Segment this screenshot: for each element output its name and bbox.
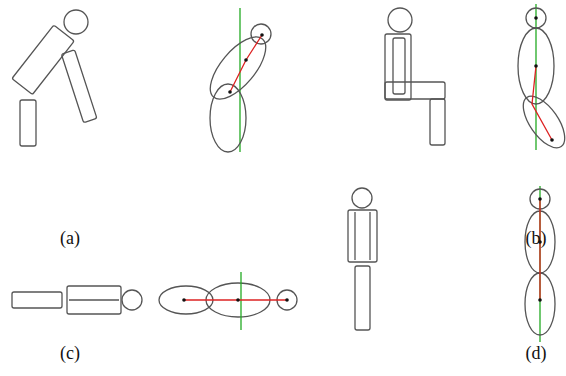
subfigure-label-box: (b): [526, 228, 547, 249]
sitting-figure-part: [388, 8, 412, 32]
bending-figure-part: [20, 100, 36, 146]
sitting-ellipse-model: [515, 4, 566, 155]
sitting-ellipse-model-part: [534, 16, 538, 20]
bending-figure-part: [12, 25, 74, 95]
sitting-ellipse-model-part: [518, 28, 554, 104]
subfigure-label: (b): [526, 228, 547, 248]
standing-figure-part: [354, 212, 355, 260]
standing-figure-part: [355, 266, 370, 330]
lying-ellipse-model-part: [184, 299, 287, 300]
lying-ellipse-model-part: [285, 298, 289, 302]
bending-ellipse-model-part: [260, 33, 264, 37]
subfigure-label-box: (d): [526, 343, 547, 364]
standing-ellipse-model-part: [538, 298, 542, 302]
bending-figure-part: [61, 50, 97, 123]
lying-figure-part: [69, 299, 119, 300]
subfigure-label: (c): [60, 343, 80, 363]
standing-ellipse-model-part: [539, 199, 540, 300]
subfigure-label: (d): [526, 343, 547, 363]
bending-ellipse-model-part: [230, 35, 262, 92]
bending-ellipse-model-part: [239, 8, 240, 152]
sitting-ellipse-model-part: [532, 66, 552, 140]
bending-ellipse-model-part: [210, 84, 246, 152]
sitting-figure-part: [385, 82, 445, 99]
lying-figure-part: [122, 290, 142, 310]
bending-ellipse-model-part: [228, 90, 232, 94]
sitting-ellipse-model-part: [515, 89, 566, 154]
sitting-ellipse-model-part: [550, 138, 554, 142]
sitting-figure: [385, 8, 445, 145]
bending-figure-part: [64, 10, 88, 34]
lying-ellipse-model-part: [236, 298, 240, 302]
standing-figure: [348, 188, 377, 330]
standing-ellipse-model-part: [539, 186, 540, 342]
lying-ellipse-model-part: [240, 272, 241, 330]
lying-ellipse-model: [159, 272, 297, 330]
lying-figure: [12, 286, 142, 314]
standing-ellipse-model-part: [538, 197, 542, 201]
sitting-figure-part: [385, 34, 411, 100]
standing-figure-part: [369, 212, 370, 260]
subfigure-label-box: (c): [60, 343, 80, 364]
lying-figure-part: [12, 292, 62, 308]
bending-ellipse-model-part: [244, 58, 248, 62]
bending-figure: [12, 10, 97, 146]
subfigure-label-box: (a): [60, 228, 80, 249]
standing-figure-part: [348, 210, 377, 262]
sitting-ellipse-model-part: [526, 8, 546, 28]
standing-ellipse-model: [525, 186, 555, 342]
lying-ellipse-model-part: [182, 298, 186, 302]
bending-ellipse-model-part: [251, 24, 271, 44]
bending-ellipse-model: [201, 8, 276, 152]
sitting-ellipse-model-part: [534, 64, 538, 68]
sitting-figure-part: [393, 38, 405, 94]
bending-ellipse-model-part: [201, 28, 276, 108]
subfigure-label: (a): [60, 228, 80, 248]
sitting-figure-part: [430, 99, 445, 145]
sitting-ellipse-model-part: [535, 4, 536, 150]
standing-figure-part: [352, 188, 372, 208]
lying-figure-part: [67, 286, 121, 314]
